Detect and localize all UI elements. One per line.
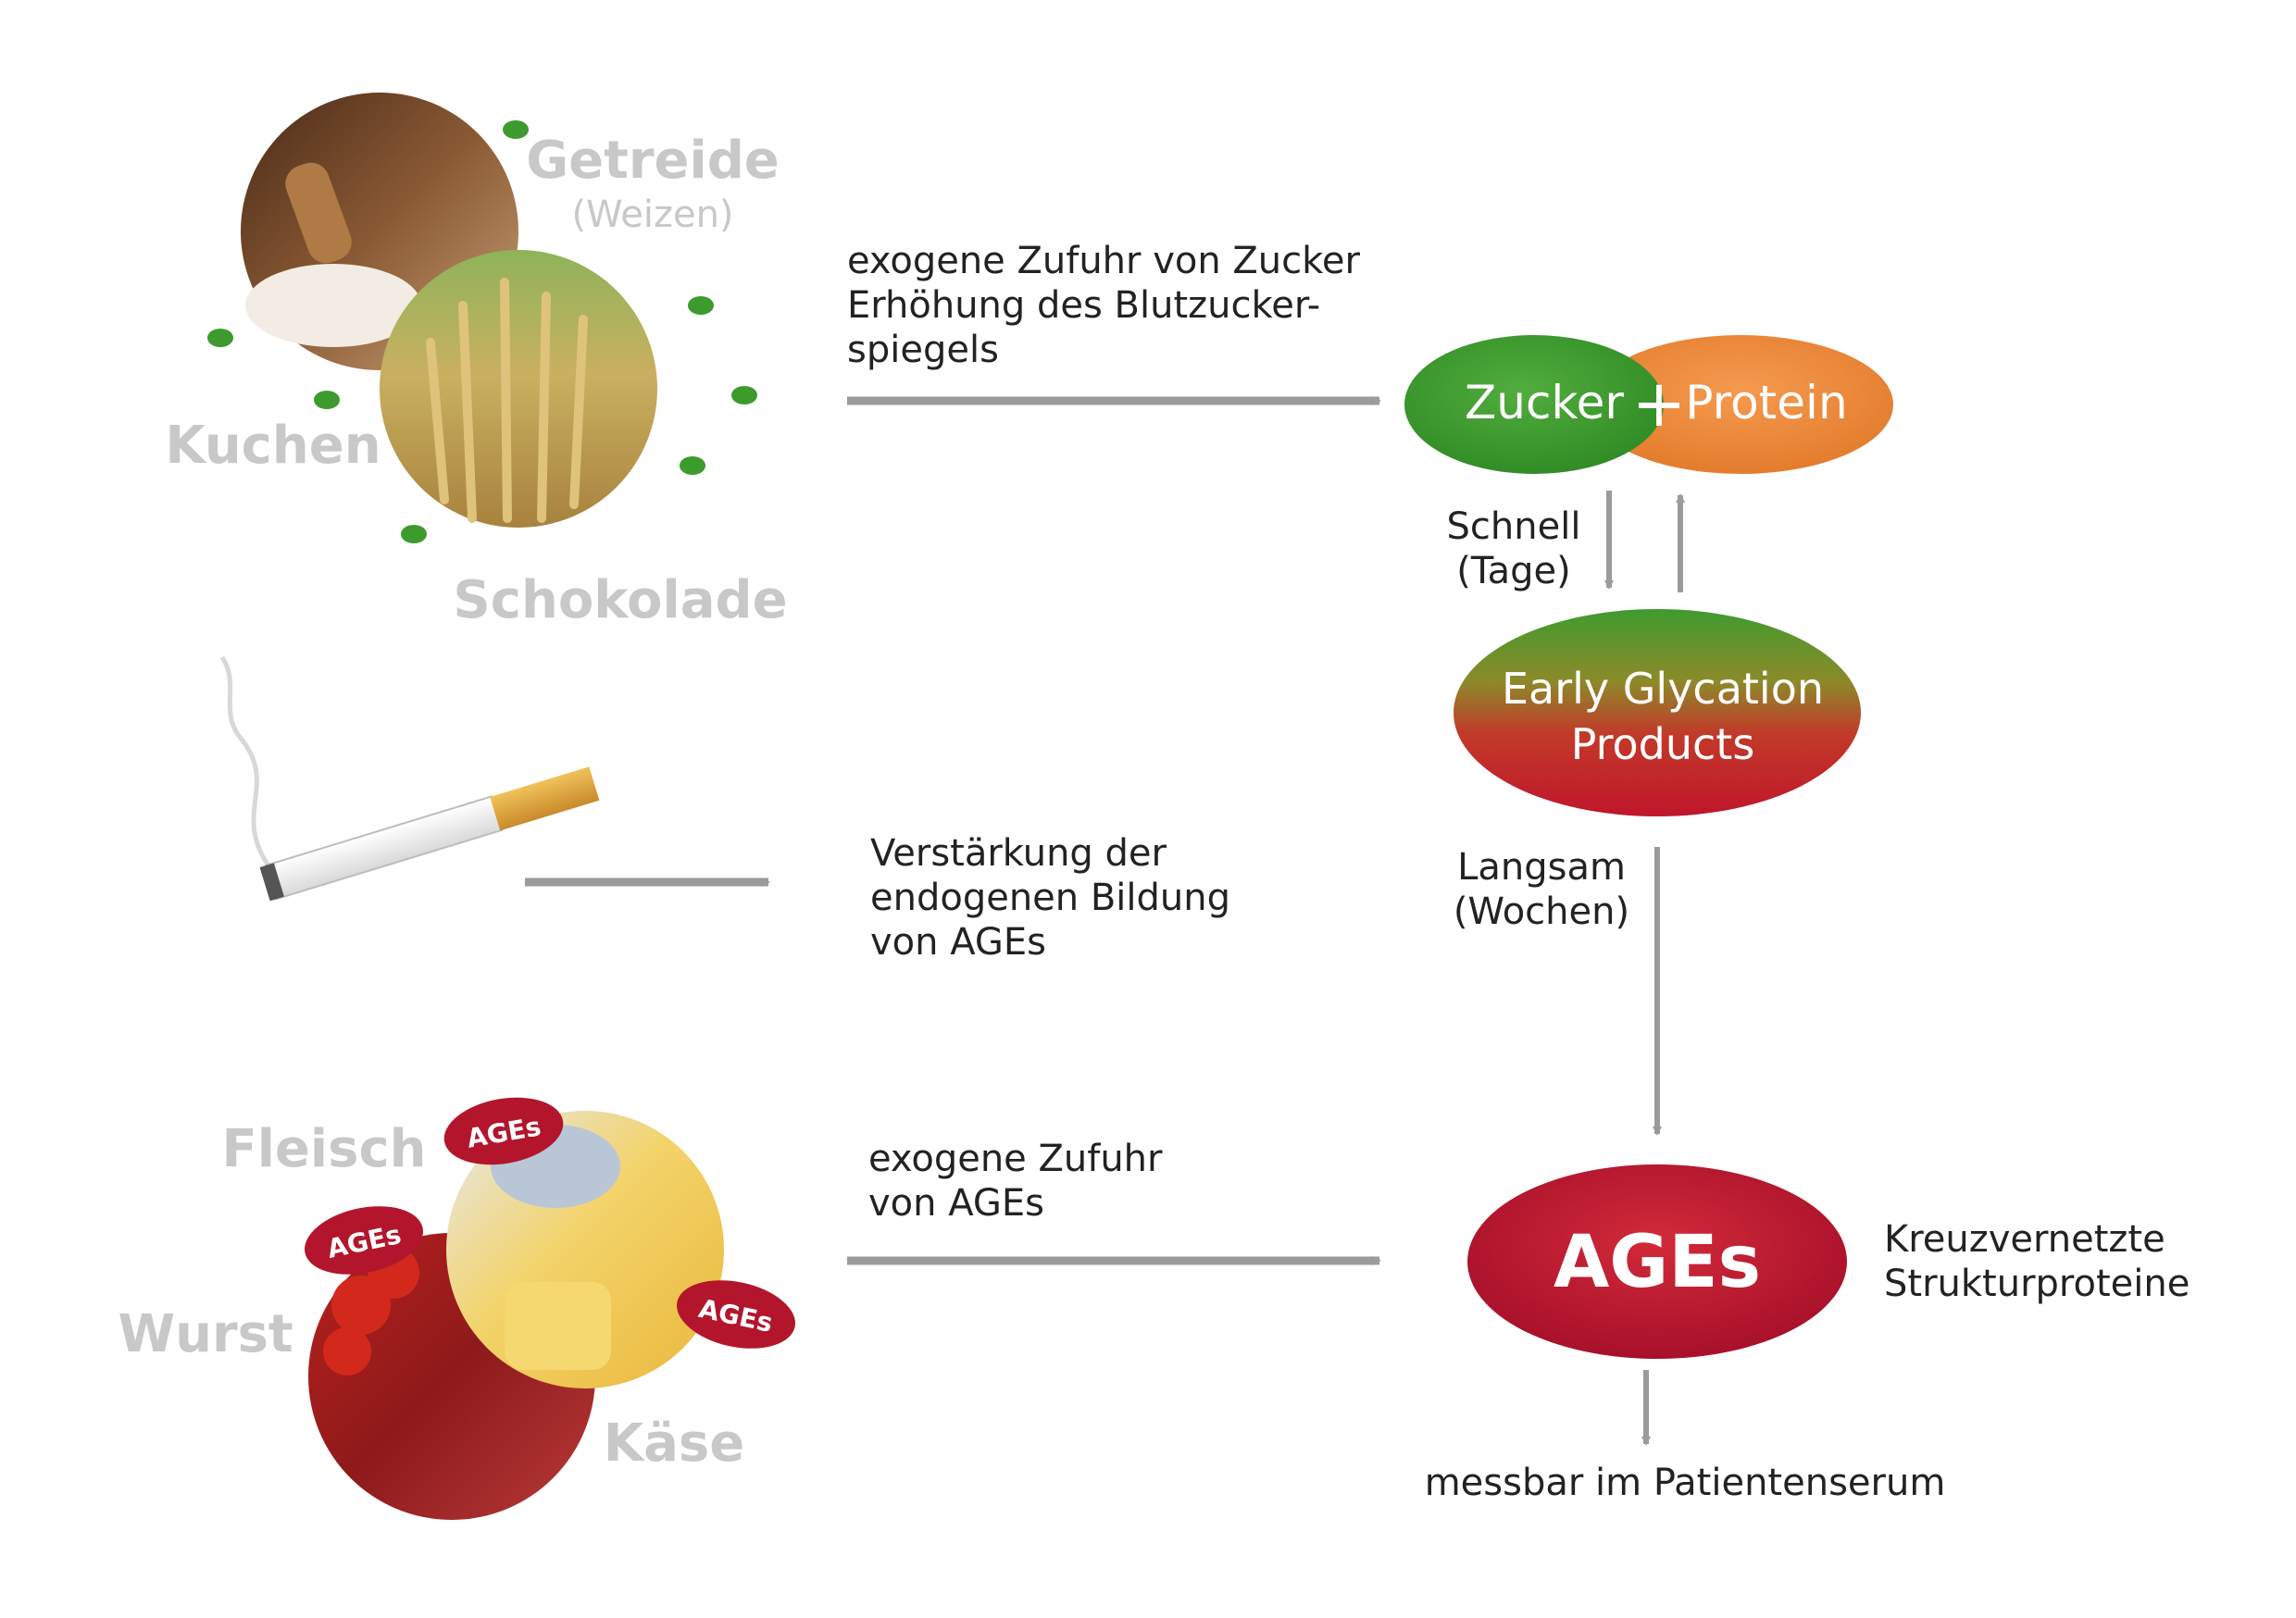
- slow-text-1: Langsam: [1457, 846, 1626, 889]
- sugar-intake-text-3: spiegels: [847, 329, 999, 371]
- measurable-text: messbar im Patientenserum: [1425, 1462, 1946, 1504]
- early-glycation-oval: [1454, 609, 1861, 816]
- wheat-ears: [426, 278, 588, 523]
- label-schokolade: Schokolade: [453, 570, 787, 630]
- protein-label: Protein: [1685, 376, 1847, 429]
- smoking-text-3: von AGEs: [870, 921, 1046, 964]
- wheat-photo: [380, 250, 657, 528]
- zucker-oval: [1404, 335, 1664, 474]
- cigarette-paper: [264, 795, 504, 901]
- smoke: [219, 655, 273, 870]
- flour-heap: [245, 264, 421, 347]
- label-kaese: Käse: [604, 1413, 745, 1474]
- label-kuchen: Kuchen: [165, 416, 381, 476]
- sugar-intake-text-1: exogene Zufuhr von Zucker: [847, 240, 1361, 282]
- cigarette-ash: [259, 863, 284, 902]
- label-wurst: Wurst: [118, 1304, 293, 1364]
- fast-text-2: (Tage): [1456, 550, 1571, 592]
- ages-intake-text-1: exogene Zufuhr: [868, 1138, 1163, 1180]
- crosslinked-text-1: Kreuzvernetzte: [1884, 1218, 2165, 1261]
- ages-badge-1: AGEs: [443, 1097, 564, 1165]
- fast-text-1: Schnell: [1447, 505, 1581, 548]
- crosslinked-text-2: Strukturproteine: [1884, 1263, 2190, 1305]
- ages-badge-2: AGEs: [305, 1206, 423, 1275]
- ages-intake-text-2: von AGEs: [868, 1182, 1044, 1225]
- ages-oval: [1467, 1164, 1847, 1359]
- label-weizen: (Weizen): [571, 193, 733, 236]
- protein-oval: [1588, 335, 1893, 474]
- zucker-label: Zucker: [1465, 376, 1624, 429]
- wooden-scoop: [285, 162, 352, 264]
- sugar-foods-illustration: Getreide (Weizen) Kuchen Schokolade: [165, 93, 788, 630]
- node-early-glycation: Early Glycation Products: [1454, 609, 1861, 816]
- sugar-intake-text-2: Erhöhung des Blutzucker-: [847, 284, 1320, 327]
- slow-text-2: (Wochen): [1454, 890, 1629, 933]
- cigarette-illustration: [219, 655, 600, 902]
- node-zucker-protein: Zucker + Protein: [1404, 335, 1893, 474]
- decorative-dots: [207, 120, 757, 543]
- plus-sign: +: [1632, 366, 1687, 442]
- cigarette-filter: [490, 766, 600, 831]
- ages-foods-illustration: AGEs AGEs AGEs Fleisch Wurst Käse: [118, 1097, 795, 1520]
- ages-label: AGEs: [1554, 1221, 1761, 1304]
- cheese-rolls: [505, 1282, 611, 1370]
- node-ages: AGEs: [1467, 1164, 1847, 1359]
- early-glycation-label-2: Products: [1571, 719, 1755, 769]
- label-fleisch: Fleisch: [221, 1119, 426, 1179]
- tomatoes: [323, 1247, 419, 1375]
- ages-badge-3: AGEs: [677, 1280, 795, 1349]
- early-glycation-label-1: Early Glycation: [1502, 664, 1824, 714]
- label-getreide: Getreide: [526, 131, 780, 191]
- smoking-text-2: endogenen Bildung: [870, 877, 1230, 919]
- smoking-text-1: Verstärkung der: [870, 832, 1167, 875]
